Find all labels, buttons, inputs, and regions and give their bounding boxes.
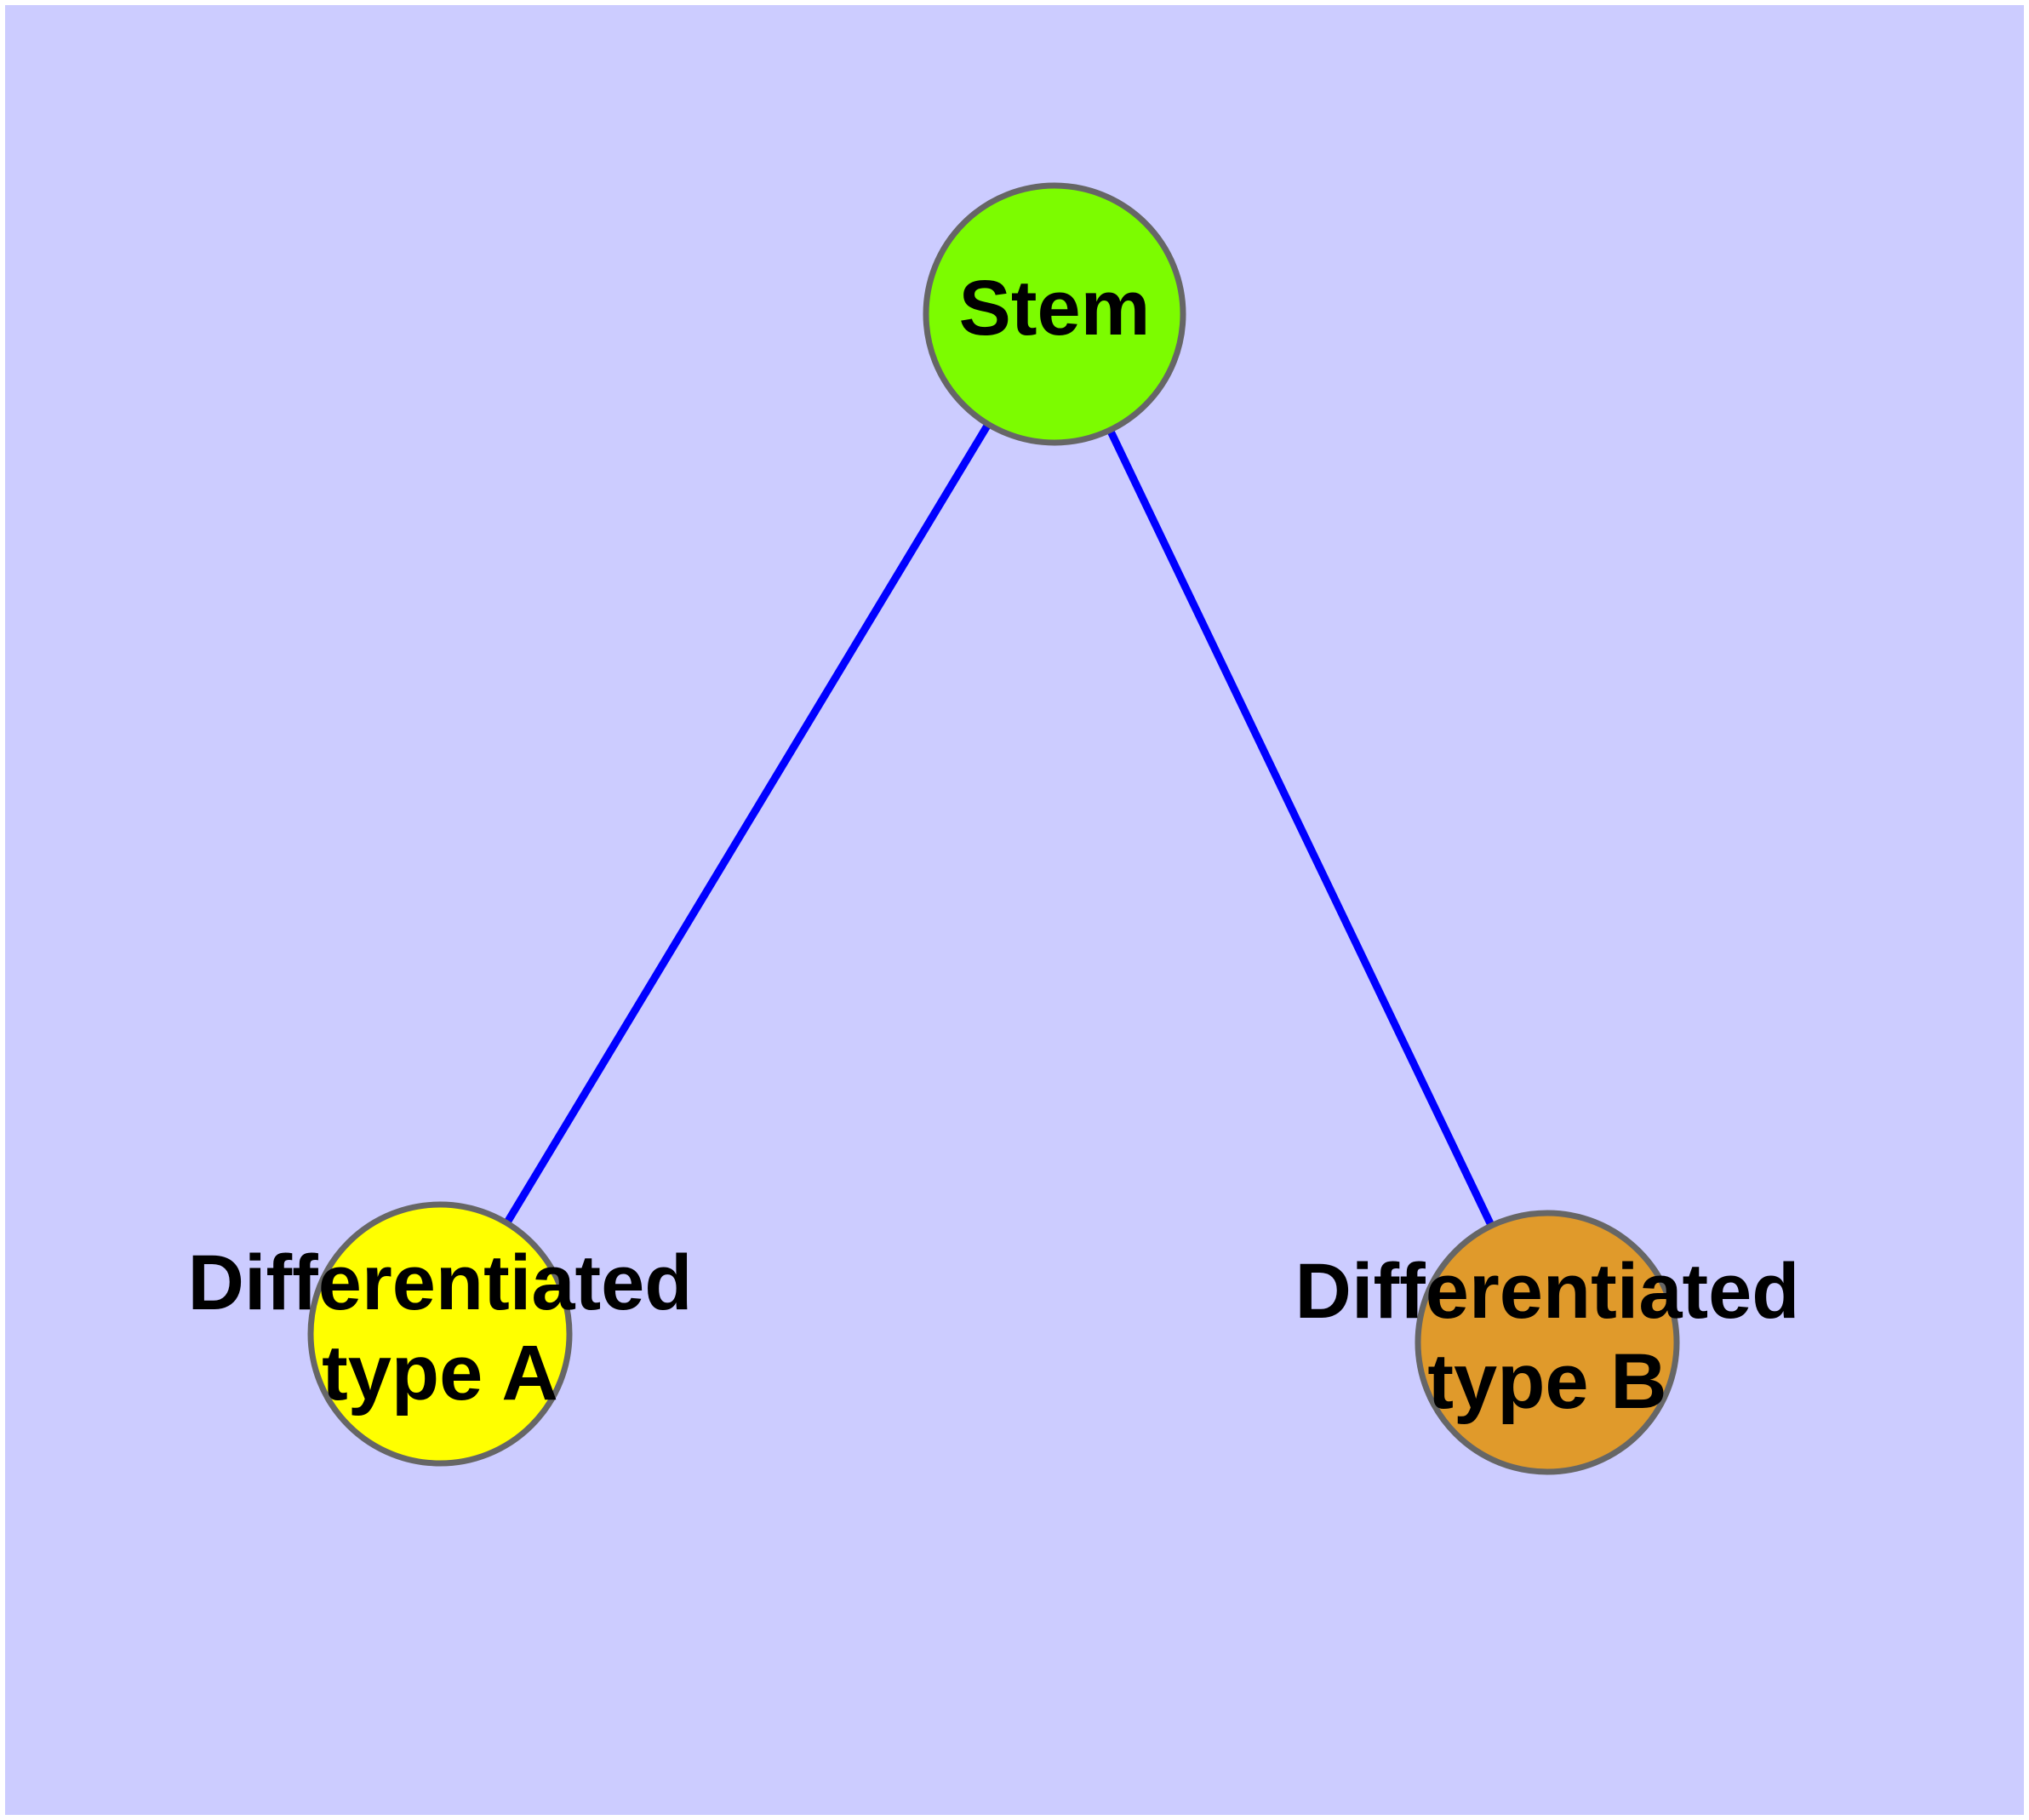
- node-stem-circle[interactable]: [923, 182, 1186, 446]
- edge-stem-to-differentiated-type-b[interactable]: [1050, 312, 1552, 1344]
- node-differentiated-type-b-circle[interactable]: [1415, 1210, 1680, 1475]
- edge-stem-to-differentiated-type-a[interactable]: [437, 312, 1058, 1336]
- node-stem[interactable]: Stem: [923, 182, 1186, 446]
- node-stem-label: Stem: [959, 265, 1151, 352]
- edge-layer: [437, 312, 1552, 1344]
- node-differentiated-type-a-circle[interactable]: [307, 1201, 573, 1467]
